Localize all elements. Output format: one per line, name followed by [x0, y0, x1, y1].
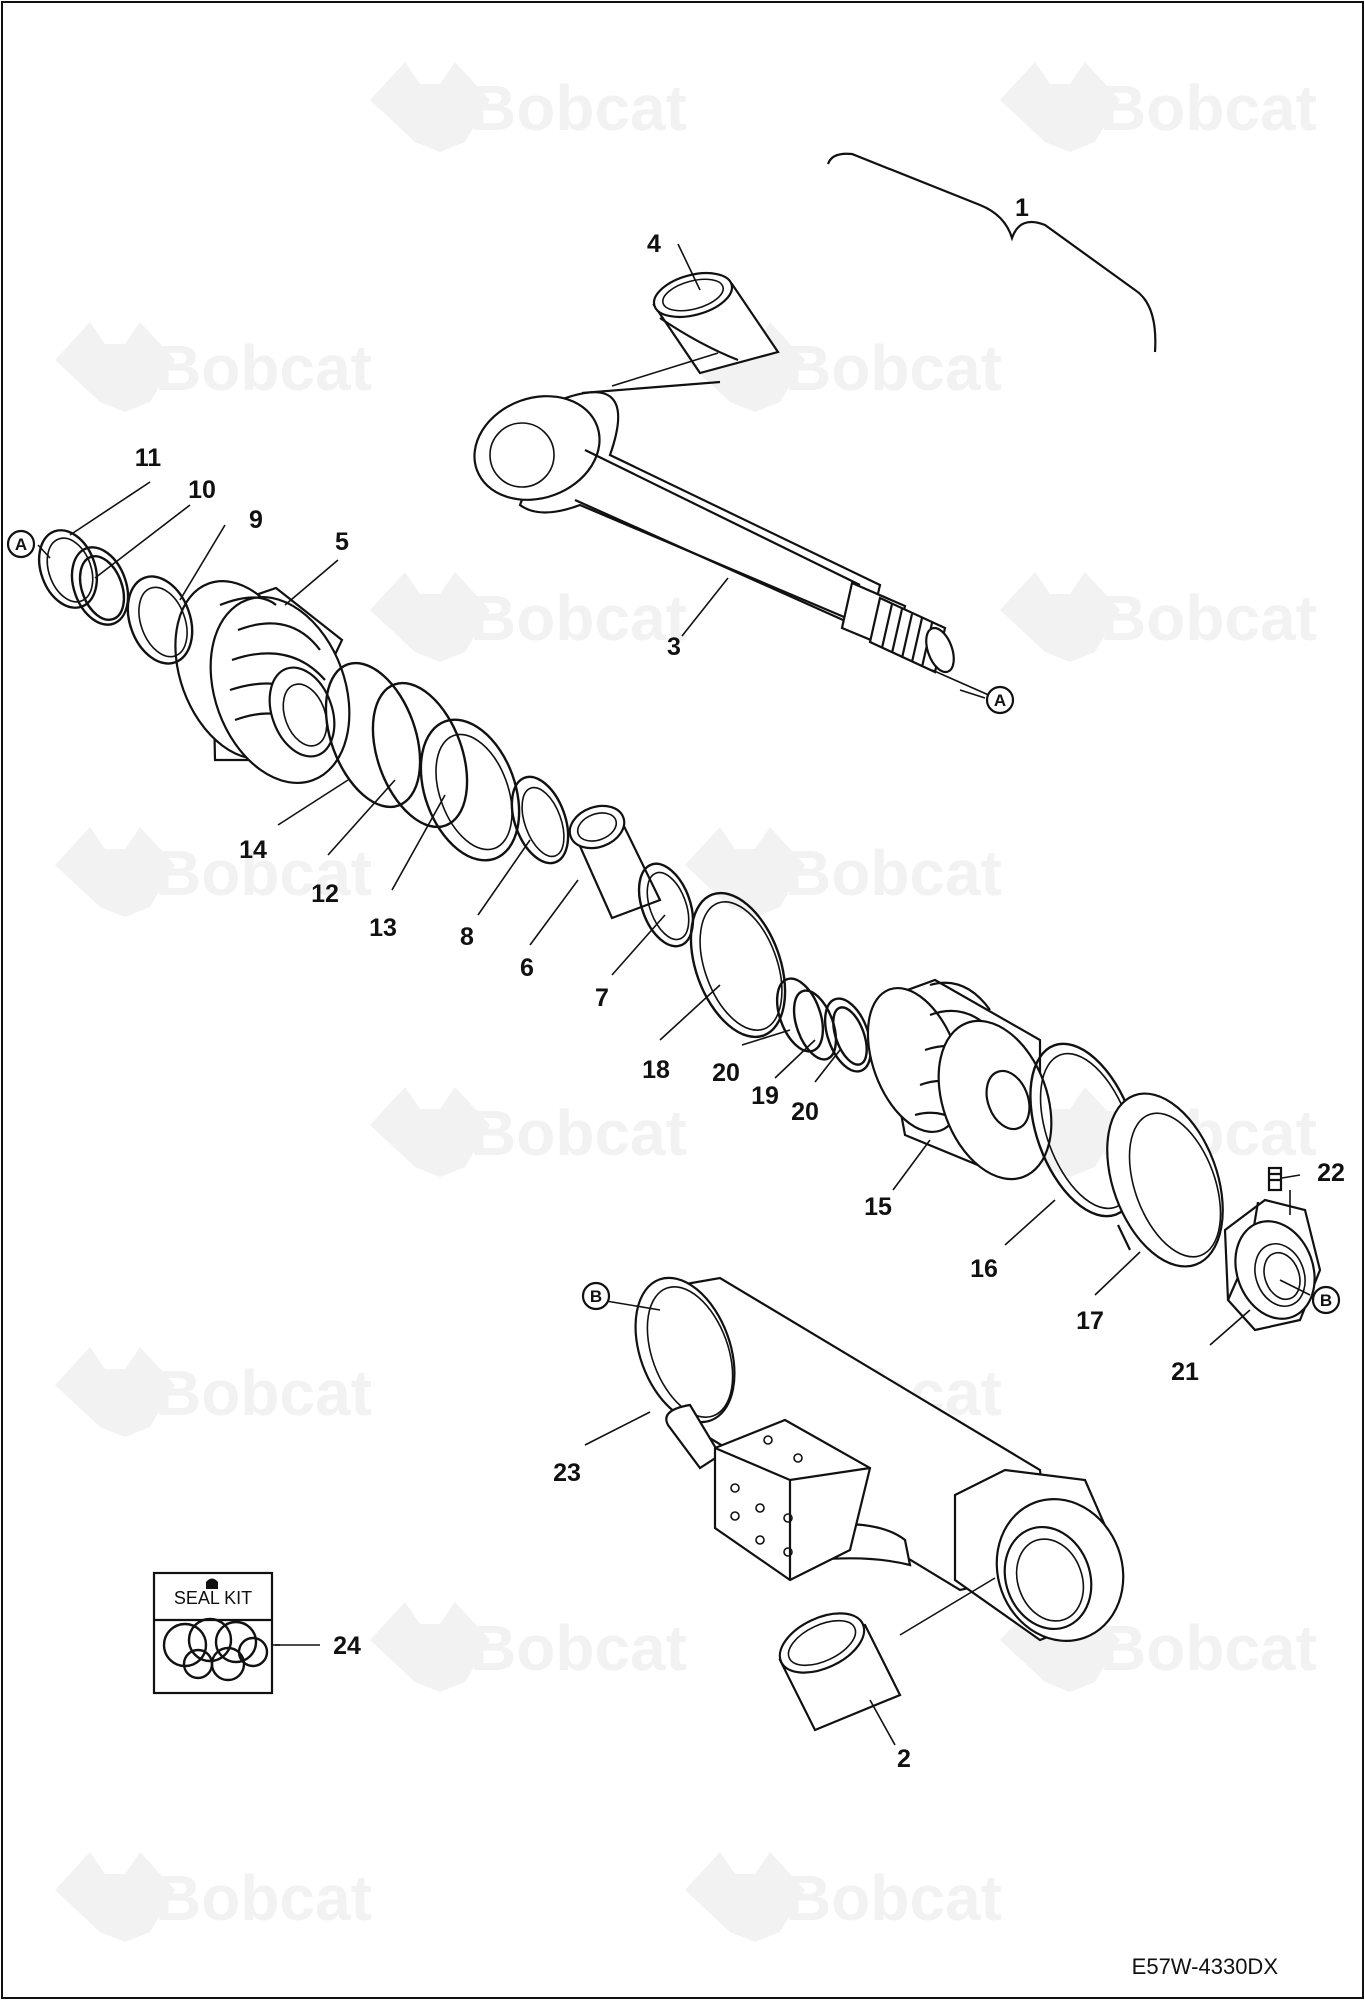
watermark: Bobcat [685, 827, 1002, 917]
callout-23: 23 [553, 1459, 581, 1487]
callout-20: 20 [712, 1059, 740, 1087]
part-24-seal-kit: SEAL KIT [152, 1571, 274, 1695]
part-7-ring [637, 862, 695, 948]
callout-15: 15 [864, 1193, 892, 1221]
watermark-text: Bobcat [155, 1862, 372, 1934]
connector-b-top-label: B [590, 1287, 602, 1306]
callout-20-second: 20 [791, 1098, 819, 1126]
part-15-piston [866, 978, 1053, 1181]
part-6-spacer [568, 804, 662, 920]
watermark-text: Bobcat [1100, 1612, 1317, 1684]
watermark: Bobcat [370, 1602, 687, 1692]
watermark-text: Bobcat [470, 1097, 687, 1169]
watermark: Bobcat [1000, 62, 1317, 152]
part-4-bushing [652, 271, 780, 375]
part-2-bushing [778, 1612, 902, 1732]
watermark-text: Bobcat [785, 332, 1002, 404]
watermark: Bobcat [685, 1852, 1002, 1942]
part-23-cylinder-barrel [634, 1276, 1125, 1643]
watermark: Bobcat [55, 322, 372, 412]
part-17-split-ring [1106, 1092, 1224, 1268]
watermark: Bobcat [55, 1347, 372, 1437]
part-21-lock-nut [1223, 1198, 1322, 1332]
connector-a-left: A [6, 529, 36, 559]
callout-1: 1 [1015, 194, 1029, 222]
callout-5: 5 [335, 528, 349, 556]
callout-11: 11 [135, 444, 162, 472]
part-12-o-ring [371, 681, 469, 829]
callout-16: 16 [970, 1255, 998, 1283]
part-20-backup-ring-2 [823, 997, 873, 1073]
callout-7: 7 [595, 984, 609, 1012]
watermark-text: Bobcat [470, 1612, 687, 1684]
watermark: Bobcat [55, 1852, 372, 1942]
part-8-ring [510, 775, 570, 865]
watermark: Bobcat [370, 1087, 687, 1177]
watermark-text: Bobcat [785, 837, 1002, 909]
callout-13: 13 [369, 914, 397, 942]
connector-a-right-label: A [994, 691, 1006, 710]
callout-4: 4 [647, 230, 661, 258]
part-10-seal-ring [70, 546, 130, 626]
part-9-backup-ring [126, 575, 194, 665]
callout-9: 9 [249, 506, 263, 534]
part-5-gland [174, 580, 351, 785]
connector-b-top: B [581, 1281, 611, 1311]
callout-6: 6 [520, 954, 534, 982]
assembly-bracket [826, 152, 1157, 353]
callout-22: 22 [1317, 1159, 1345, 1187]
leader-lines [37, 243, 1311, 1746]
callout-19: 19 [751, 1082, 779, 1110]
part-3-piston-rod [473, 380, 955, 674]
part-14-o-ring [324, 661, 422, 809]
watermark-text: Bobcat [1100, 72, 1317, 144]
watermark: Bobcat [55, 827, 372, 917]
connector-a-left-label: A [15, 535, 27, 554]
watermark-text: Bobcat [155, 332, 372, 404]
part-13-backup-ring [419, 718, 521, 862]
connector-b-right: B [1311, 1285, 1341, 1315]
watermark-text: Bobcat [155, 1357, 372, 1429]
callout-14: 14 [239, 836, 267, 864]
watermark: Bobcat [370, 62, 687, 152]
watermark-text: Bobcat [155, 837, 372, 909]
callout-21: 21 [1171, 1358, 1199, 1386]
part-11-wiper-ring [37, 529, 99, 609]
watermark-layer: Bobcat Bobcat Bobcat Bobcat Bobcat Bobca… [55, 62, 1317, 1942]
part-19-o-ring [792, 989, 838, 1061]
part-22-set-screw [1267, 1166, 1283, 1192]
watermark: Bobcat [1000, 572, 1317, 662]
watermark-text: Bobcat [1100, 582, 1317, 654]
callout-12: 12 [311, 880, 339, 908]
callout-2: 2 [897, 1745, 911, 1773]
callout-18: 18 [642, 1056, 670, 1084]
callout-8: 8 [460, 923, 474, 951]
callout-3: 3 [667, 633, 681, 661]
callout-24: 24 [333, 1632, 361, 1660]
callout-17: 17 [1076, 1307, 1104, 1335]
watermark-text: Bobcat [470, 72, 687, 144]
seal-kit-label: SEAL KIT [174, 1588, 252, 1608]
part-20-backup-ring [775, 977, 825, 1053]
callout-labels: 1 2 3 4 5 6 7 8 9 10 11 12 13 14 15 16 1… [135, 194, 1345, 1773]
connector-b-right-label: B [1320, 1291, 1332, 1310]
part-18-ring [689, 891, 787, 1039]
watermark-text: Bobcat [470, 582, 687, 654]
drawing-reference-code: E57W-4330DX [1132, 1954, 1279, 1979]
watermark: Bobcat [370, 572, 687, 662]
callout-10: 10 [188, 476, 216, 504]
connector-a-right: A [985, 685, 1015, 715]
watermark-text: Bobcat [785, 1862, 1002, 1934]
